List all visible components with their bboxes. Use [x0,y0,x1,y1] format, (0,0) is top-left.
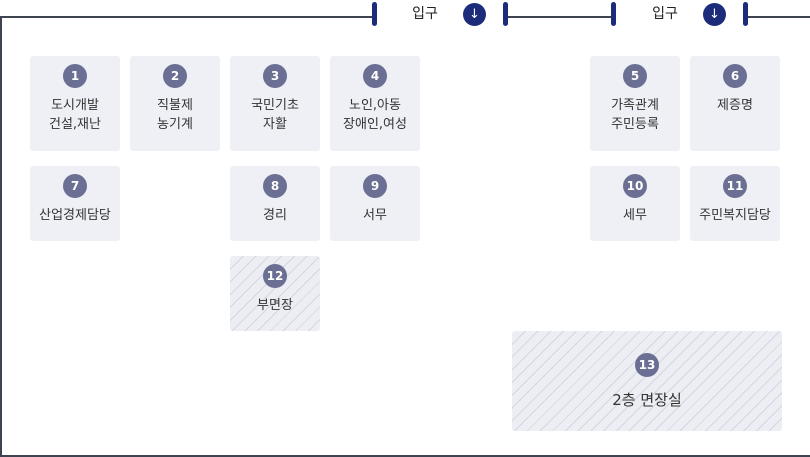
room-11[interactable]: 11 주민복지담당 [690,166,780,241]
room-9[interactable]: 9 서무 [330,166,420,241]
room-4[interactable]: 4 노인,아동 장애인,여성 [330,56,420,151]
wall-top-middle [506,16,614,18]
room-label: 가족관계 주민등록 [611,98,659,132]
room-label: 부면장 [257,298,293,313]
room-number-badge: 6 [723,64,747,88]
room-number-badge: 9 [363,174,387,198]
room-label: 제증명 [717,98,753,113]
room-number-badge: 3 [263,64,287,88]
room-label: 2층 면장실 [612,391,682,409]
entrance-label: 입구 [395,4,455,24]
wall-top-right [746,16,810,18]
room-number-badge: 1 [63,64,87,88]
floor-plan-wall [0,17,810,457]
room-2[interactable]: 2 직불제 농기계 [130,56,220,151]
room-number-badge: 13 [635,353,659,377]
room-label: 서무 [363,208,387,223]
door-post [611,2,616,26]
room-number-badge: 8 [263,174,287,198]
room-number-badge: 4 [363,64,387,88]
room-6[interactable]: 6 제증명 [690,56,780,151]
room-number-badge: 11 [723,174,747,198]
room-3[interactable]: 3 국민기초 자활 [230,56,320,151]
room-number-badge: 2 [163,64,187,88]
room-5[interactable]: 5 가족관계 주민등록 [590,56,680,151]
room-label: 국민기초 자활 [251,98,299,132]
arrow-down-icon: ↓ [703,3,726,26]
room-label: 직불제 농기계 [157,98,193,132]
room-7[interactable]: 7 산업경제담당 [30,166,120,241]
room-number-badge: 7 [63,174,87,198]
room-label: 세무 [623,208,647,223]
wall-top-left [0,16,376,18]
room-label: 도시개발 건설,재난 [49,98,101,132]
room-label: 경리 [263,208,287,223]
room-label: 주민복지담당 [699,208,771,223]
room-label: 노인,아동 장애인,여성 [343,98,407,132]
door-post [743,2,748,26]
door-post [372,2,377,26]
room-number-badge: 10 [623,174,647,198]
room-number-badge: 12 [263,264,287,288]
arrow-down-icon: ↓ [463,3,486,26]
door-post [503,2,508,26]
room-number-badge: 5 [623,64,647,88]
room-1[interactable]: 1 도시개발 건설,재난 [30,56,120,151]
room-label: 산업경제담당 [39,208,111,223]
room-8[interactable]: 8 경리 [230,166,320,241]
room-13[interactable]: 13 2층 면장실 [512,331,782,431]
room-12[interactable]: 12 부면장 [230,256,320,331]
entrance-label: 입구 [635,4,695,24]
room-10[interactable]: 10 세무 [590,166,680,241]
